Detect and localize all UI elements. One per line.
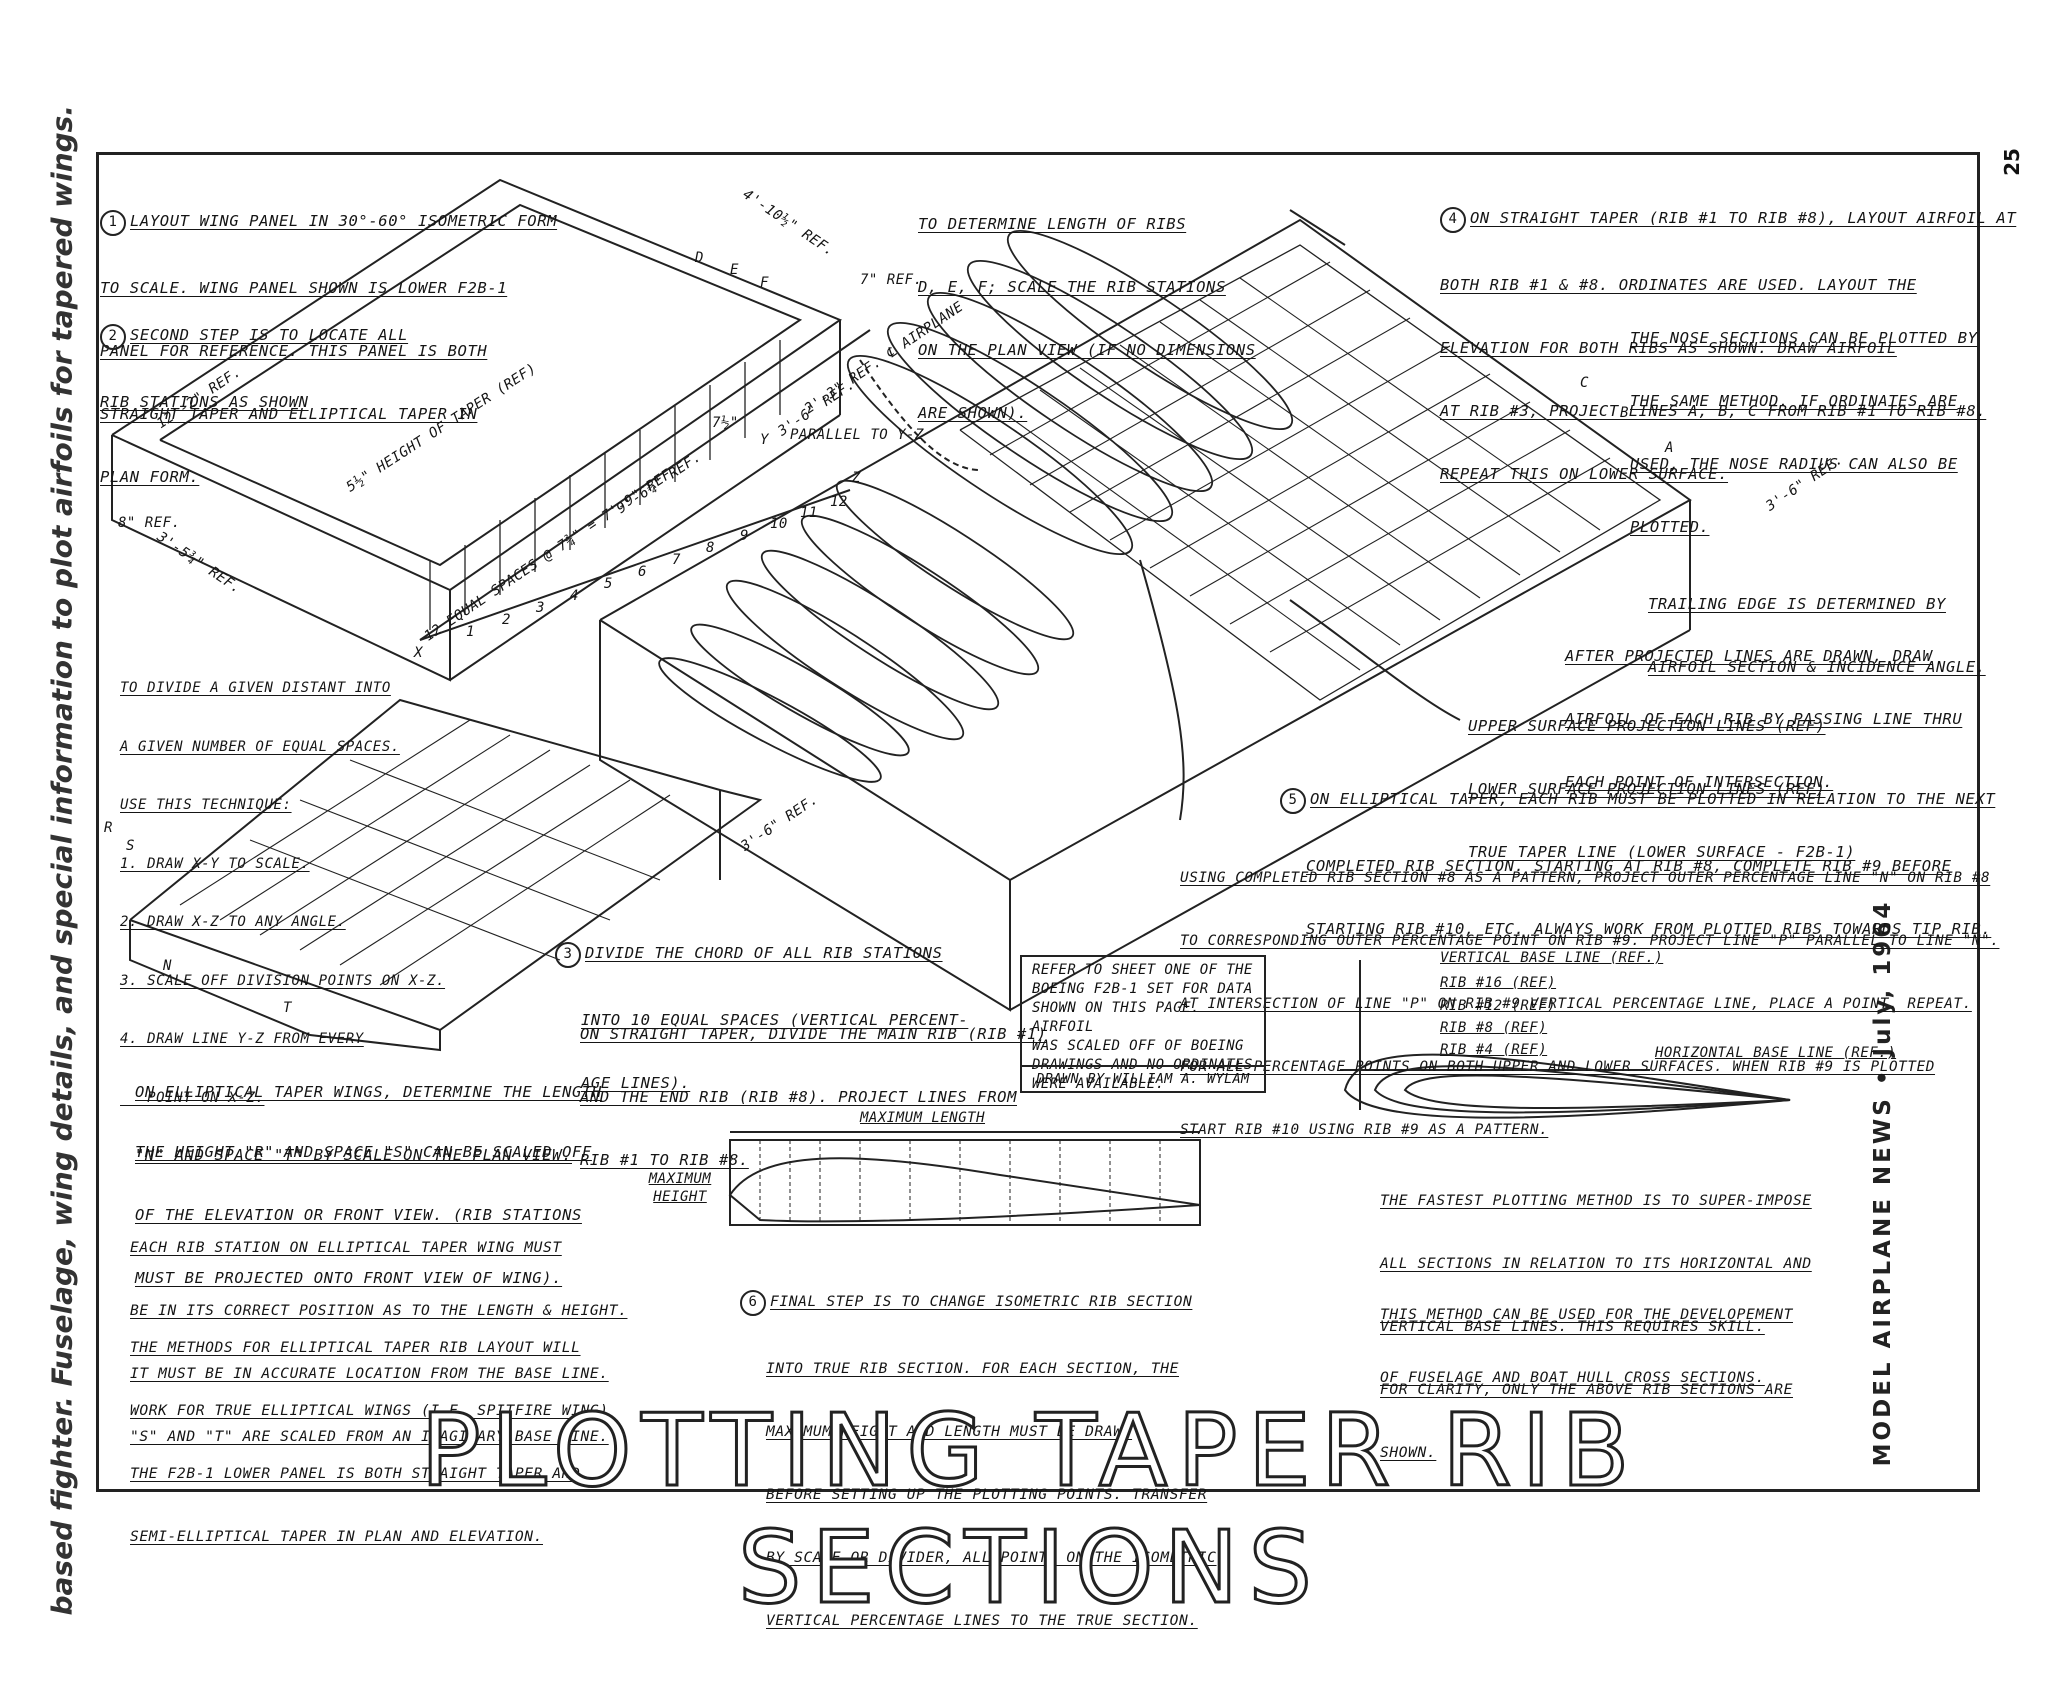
- drawing-credit: Drawn By William A. Wylam: [1022, 1065, 1264, 1091]
- profile-box: [729, 1139, 1201, 1226]
- isometric-ribs: [658, 229, 1294, 783]
- rib-number: 1: [466, 624, 475, 640]
- rib8-label: Rib #8 (Ref): [1440, 1020, 1548, 1036]
- axis-letter: T: [283, 1000, 292, 1016]
- rib-number: 12: [830, 494, 848, 510]
- rib-number: 11: [800, 505, 818, 521]
- note-trailing-edge: Trailing Edge Is Determined By Airfoil S…: [1648, 595, 1986, 676]
- step-number: 6: [740, 1290, 766, 1316]
- drawing-sheet: based fighter. Fuselage, wing details, a…: [46, 105, 2024, 1629]
- elliptical-grid: [179, 719, 671, 986]
- max-height-label: Maximum Height: [648, 1171, 712, 1205]
- drawing-title: PLOTTING TAPER RIB SECTIONS: [419, 1391, 1640, 1628]
- note-divide: To Divide A Given Distant Into A Given N…: [120, 680, 446, 1106]
- note-projection-lines: Upper Surface Projection Lines (Ref) Low…: [1468, 717, 1856, 861]
- step-number: 1: [100, 210, 126, 236]
- axis-letter: Z: [852, 470, 861, 486]
- axis-letter: F: [760, 275, 769, 291]
- rib12-label: Rib #12 (Ref): [1440, 998, 1557, 1014]
- rib4-label: Rib #4 (Ref): [1440, 1042, 1548, 1058]
- center-box-edge: [1009, 629, 1691, 1011]
- axis-letter: Y: [760, 432, 769, 448]
- axis-letter: X: [414, 645, 423, 661]
- rib-grid: [959, 244, 1662, 701]
- leader-curve: [1139, 559, 1185, 821]
- step-number: 5: [1280, 788, 1306, 814]
- axis-letter: D: [695, 250, 704, 266]
- leader-curve: [1289, 599, 1461, 721]
- elliptical-panel-outline: [129, 698, 763, 1032]
- rib-number: 8: [706, 540, 715, 556]
- note-elliptical: On Elliptical Taper Wings, Determine The…: [135, 1083, 602, 1164]
- note-step5: 5On Elliptical Taper, Each Rib Must Be P…: [1280, 746, 1995, 982]
- rib-number: 10: [770, 516, 788, 532]
- superimposed-section: [1403, 1074, 1791, 1109]
- tip-hatch: [1289, 209, 1346, 246]
- reference-line: Was Scaled Off Of Boeing: [1032, 1038, 1244, 1054]
- note-straight-taper: On Straight Taper, Divide The Main Rib (…: [580, 1025, 1047, 1169]
- dim-label: Parallel To Y-Z: [790, 427, 924, 443]
- note-step2: 2Second Step Is To Locate All Rib Statio…: [100, 324, 409, 411]
- note-after-projected: After Projected Lines Are Drawn, Draw Ai…: [1565, 647, 1963, 791]
- reference-line: Shown On This Page. Airfoil: [1032, 1000, 1200, 1035]
- plan-panel-edge: [449, 414, 841, 681]
- rib-number: 5: [604, 576, 613, 592]
- note-using-completed: Using Completed Rib Section #8 As A Patt…: [1180, 870, 2000, 1138]
- dim-label: 7" Ref.: [860, 272, 923, 288]
- axis-letter: E: [730, 262, 739, 278]
- note-methods: The Methods For Elliptical Taper Rib Lay…: [130, 1339, 609, 1545]
- profile-percentage-lines: [759, 1140, 1161, 1225]
- dim-label: 8" Ref.: [118, 515, 181, 531]
- max-length-label: Maximum Length: [860, 1110, 986, 1126]
- step-number: 3: [555, 942, 581, 968]
- note-rib-length: To Determine Length Of Ribs D, E, F; Sca…: [918, 215, 1256, 422]
- division-line-xy: [419, 329, 871, 641]
- rib-number: 9: [740, 528, 749, 544]
- rib-grid-lines: [989, 261, 1611, 671]
- rib-number: 6: [638, 564, 647, 580]
- rib-number: 7: [672, 552, 681, 568]
- note-height-r: The Height "R" And Space "S" Can Be Scal…: [135, 1143, 592, 1287]
- reference-line: Were Available.: [1032, 1076, 1165, 1092]
- axis-letter: C: [1580, 375, 1589, 391]
- axis-letter: R: [104, 820, 113, 836]
- axis-letter: B: [1620, 405, 1629, 421]
- axis-letter: N: [163, 958, 172, 974]
- plan-panel-inner: [159, 203, 803, 567]
- note-each-rib: Each Rib Station On Elliptical Taper Win…: [130, 1239, 628, 1445]
- drawing-frame: [96, 152, 1980, 1492]
- plan-panel-front: [111, 435, 451, 682]
- note-step3: 3Divide The Chord Of All Rib Stations In…: [555, 900, 968, 1136]
- profile-airfoil: [728, 1157, 1201, 1223]
- center-box-front: [599, 620, 1011, 1012]
- axis-letter: A: [1665, 440, 1674, 456]
- axis-letter: S: [126, 838, 135, 854]
- horizontal-base-label: Horizontal Base Line (Ref.): [1655, 1045, 1897, 1061]
- step-number: 4: [1440, 207, 1466, 233]
- dim-label: 7½": [712, 415, 739, 431]
- rib-number: 4: [570, 588, 579, 604]
- vertical-base-label: Vertical Base Line (Ref.): [1440, 950, 1664, 966]
- step-number: 2: [100, 324, 126, 350]
- technical-drawing-art: [111, 178, 1791, 1226]
- division-line-xz: [419, 489, 851, 641]
- elliptical-panel-front: [129, 920, 441, 1052]
- rib-number: 2: [502, 612, 511, 628]
- note-nose: The Nose Sections Can Be Plotted By The …: [1630, 329, 1978, 536]
- reference-line: Refer To Sheet One Of The: [1032, 962, 1253, 978]
- reference-line: Boeing F2B-1 Set For Data: [1032, 981, 1253, 997]
- reference-box: Refer To Sheet One Of The Boeing F2B-1 S…: [1020, 955, 1266, 1093]
- note-fastest: The Fastest Plotting Method Is To Super-…: [1380, 1192, 1812, 1461]
- airplane-centerline: [859, 359, 981, 471]
- note-step4: 4On Straight Taper (Rib #1 To Rib #8), L…: [1440, 207, 2017, 483]
- note-method-used: This Method Can Be Used For The Develope…: [1380, 1306, 1793, 1386]
- rib16-label: Rib #16 (Ref): [1440, 975, 1557, 991]
- rib-number: 3: [536, 600, 545, 616]
